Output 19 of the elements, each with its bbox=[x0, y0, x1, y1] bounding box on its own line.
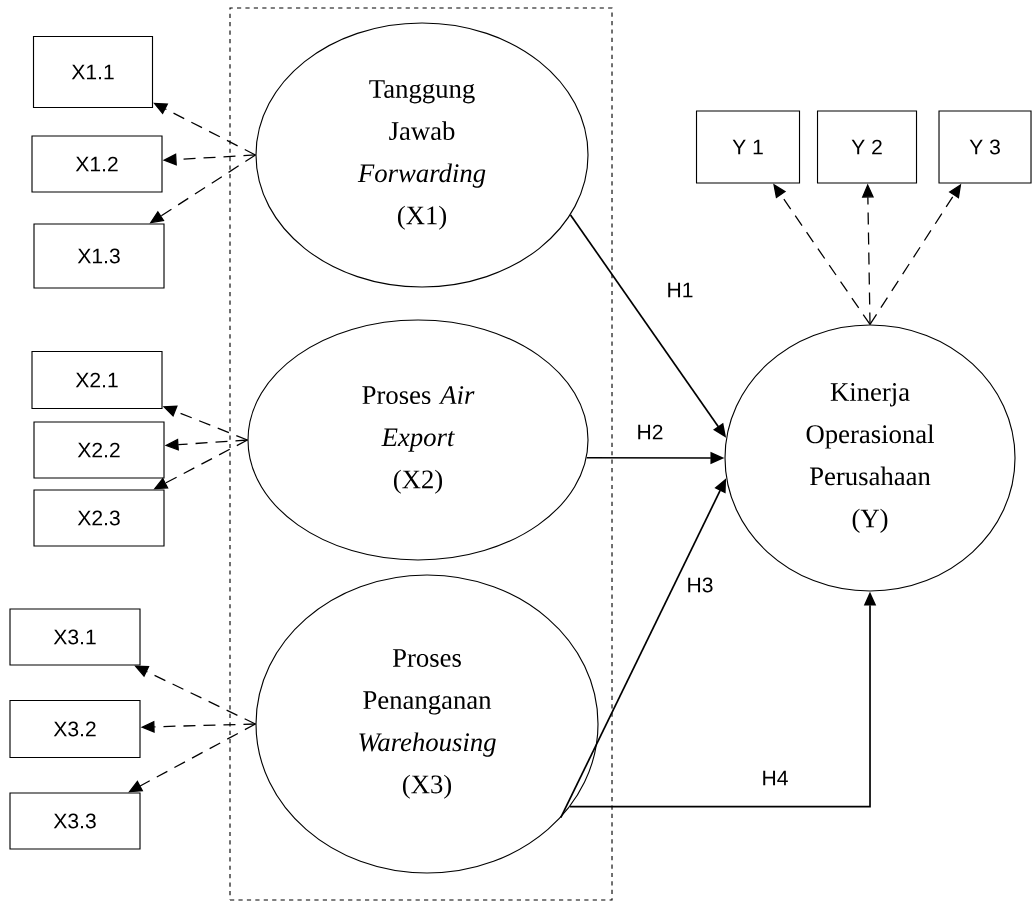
dashed-group-frame bbox=[229, 7, 613, 901]
indicator-box: X1.3 bbox=[33, 223, 165, 289]
edge-label: H1 bbox=[665, 281, 695, 299]
indicator-box: X2.3 bbox=[33, 489, 165, 547]
indicator-box: X1.1 bbox=[32, 35, 154, 109]
indicator-box: X3.3 bbox=[9, 792, 141, 850]
indicator-box: X2.2 bbox=[33, 421, 165, 479]
indicator-box: Y 1 bbox=[695, 110, 801, 184]
indicator-box: Y 3 bbox=[938, 110, 1032, 184]
edge-label: H4 bbox=[760, 769, 790, 787]
indicator-box: X3.2 bbox=[9, 699, 141, 759]
edge-label: H3 bbox=[685, 576, 715, 594]
edge-label: H2 bbox=[635, 423, 665, 441]
arrow bbox=[153, 102, 257, 156]
indicator-box: X3.1 bbox=[9, 608, 141, 666]
indicator-box: Y 2 bbox=[816, 110, 918, 184]
arrow bbox=[128, 723, 257, 793]
indicator-box: X1.2 bbox=[31, 135, 163, 193]
indicator-box: X2.1 bbox=[31, 350, 163, 410]
